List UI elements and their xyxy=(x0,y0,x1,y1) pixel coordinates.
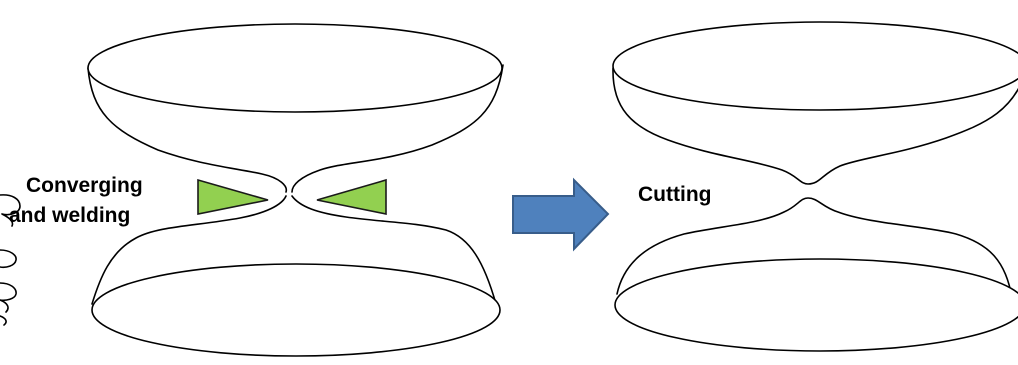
left-top-ellipse xyxy=(87,23,503,113)
left-upper-funnel xyxy=(87,64,504,193)
right-upper-funnel xyxy=(612,67,1018,185)
right-top-ellipse xyxy=(612,21,1018,111)
label-cutting: Cutting xyxy=(638,183,711,206)
right-shape xyxy=(612,21,1018,352)
coil-icon xyxy=(0,194,21,326)
label-and-welding: and welding xyxy=(9,204,130,227)
right-electrode-triangle xyxy=(316,178,387,215)
right-arrow-icon xyxy=(512,177,610,252)
right-lower-funnel xyxy=(616,197,1013,299)
left-lower-funnel xyxy=(91,195,497,305)
left-electrode-triangle xyxy=(197,178,269,215)
left-shape xyxy=(87,23,504,357)
left-bottom-ellipse xyxy=(91,263,501,357)
label-converging: Converging xyxy=(26,174,143,197)
right-bottom-ellipse xyxy=(614,258,1018,352)
